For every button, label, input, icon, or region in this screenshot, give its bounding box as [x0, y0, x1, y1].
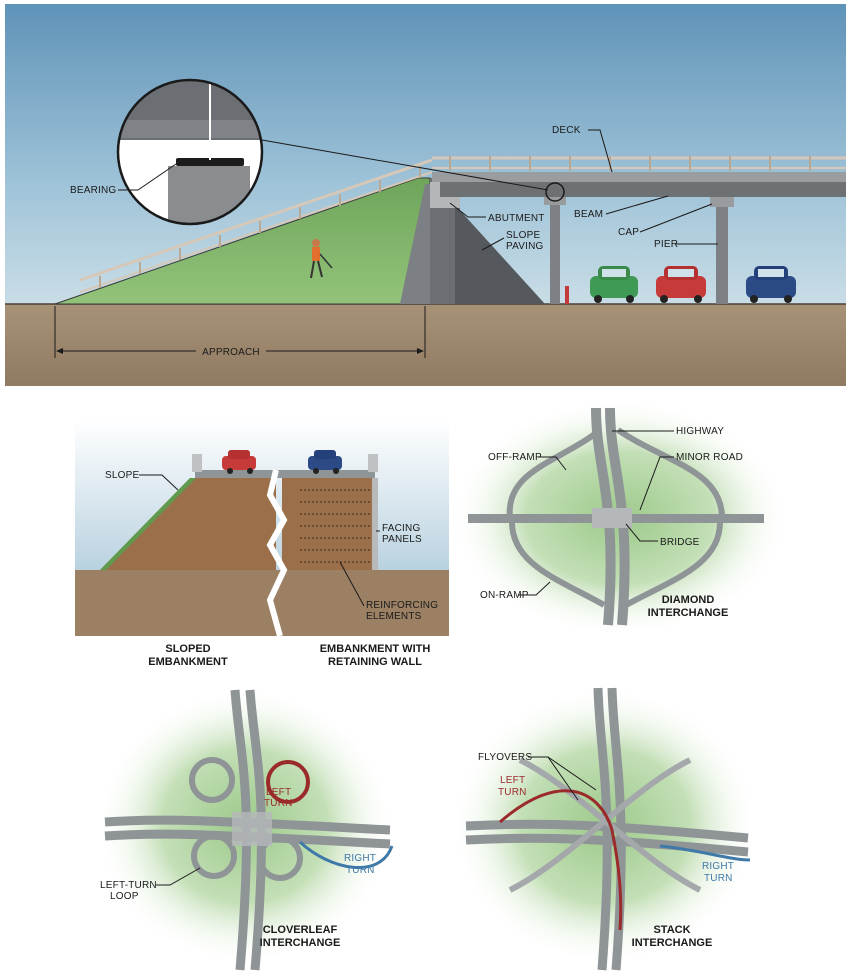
- caption-sloped-line2: EMBANKMENT: [148, 656, 228, 668]
- label-pier: PIER: [654, 239, 678, 250]
- stack-interchange: FLYOVERS LEFT TURN RIGHT TURN STACK INTE…: [450, 686, 760, 970]
- label-abutment: ABUTMENT: [488, 213, 545, 224]
- pier-right: [716, 197, 728, 304]
- beam: [440, 182, 846, 197]
- caption-cloverleaf-line2: INTERCHANGE: [260, 937, 341, 949]
- label-st-left-turn-line1: LEFT: [500, 775, 525, 786]
- label-facing-line1: FACING: [382, 523, 420, 534]
- label-loop-line1: LEFT-TURN: [100, 880, 157, 891]
- facing-panels: [372, 478, 378, 570]
- label-highway: HIGHWAY: [676, 426, 724, 437]
- embankment-panel: SLOPE FACING PANELS REINFORCING ELEMENTS…: [75, 420, 449, 668]
- label-st-right-turn-line1: RIGHT: [702, 861, 734, 872]
- label-st-left-turn-line2: TURN: [498, 787, 527, 798]
- label-loop-line2: LOOP: [110, 891, 139, 902]
- caption-diamond-line2: INTERCHANGE: [648, 607, 729, 619]
- label-approach: APPROACH: [202, 347, 260, 358]
- label-beam: BEAM: [574, 209, 603, 220]
- label-st-right-turn-line2: TURN: [704, 873, 733, 884]
- post-marker: [565, 286, 569, 304]
- pier-left: [550, 197, 560, 304]
- label-off-ramp: OFF-RAMP: [488, 452, 542, 463]
- label-flyovers: FLYOVERS: [478, 752, 532, 763]
- label-cl-left-turn-line1: LEFT: [266, 787, 291, 798]
- label-bridge: BRIDGE: [660, 537, 700, 548]
- label-cl-left-turn-line2: TURN: [264, 798, 293, 809]
- label-slope-paving-line1: SLOPE: [506, 230, 540, 241]
- label-cl-right-turn-line2: TURN: [346, 865, 375, 876]
- label-reinforcing-line2: ELEMENTS: [366, 611, 422, 622]
- caption-wall-line1: EMBANKMENT WITH: [320, 643, 431, 655]
- bridge: [592, 508, 632, 528]
- cloverleaf-interchange: LEFT TURN RIGHT TURN LEFT-TURN LOOP CLOV…: [95, 686, 395, 970]
- label-slope-paving-line2: PAVING: [506, 241, 544, 252]
- caption-stack-line1: STACK: [653, 924, 690, 936]
- retained-fill: [282, 478, 372, 570]
- caption-diamond-line1: DIAMOND: [662, 594, 715, 606]
- label-facing-line2: PANELS: [382, 534, 422, 545]
- label-cl-right-turn-line1: RIGHT: [344, 853, 376, 864]
- caption-cloverleaf-line1: CLOVERLEAF: [263, 924, 338, 936]
- caption-wall-line2: RETAINING WALL: [328, 656, 422, 668]
- bridge-cross-section: DECK BEARING ABUTMENT BEAM CAP SLOPE PAV…: [5, 4, 846, 386]
- label-reinforcing-line1: REINFORCING: [366, 600, 438, 611]
- label-minor-road: MINOR ROAD: [676, 452, 743, 463]
- label-deck: DECK: [552, 125, 581, 136]
- label-slope: SLOPE: [105, 470, 139, 481]
- caption-sloped-line1: SLOPED: [165, 643, 210, 655]
- caption-stack-line2: INTERCHANGE: [632, 937, 713, 949]
- label-cap: CAP: [618, 227, 639, 238]
- diamond-interchange: HIGHWAY OFF-RAMP MINOR ROAD BRIDGE ON-RA…: [450, 398, 790, 638]
- label-bearing: BEARING: [70, 185, 116, 196]
- pier-cap: [710, 197, 734, 207]
